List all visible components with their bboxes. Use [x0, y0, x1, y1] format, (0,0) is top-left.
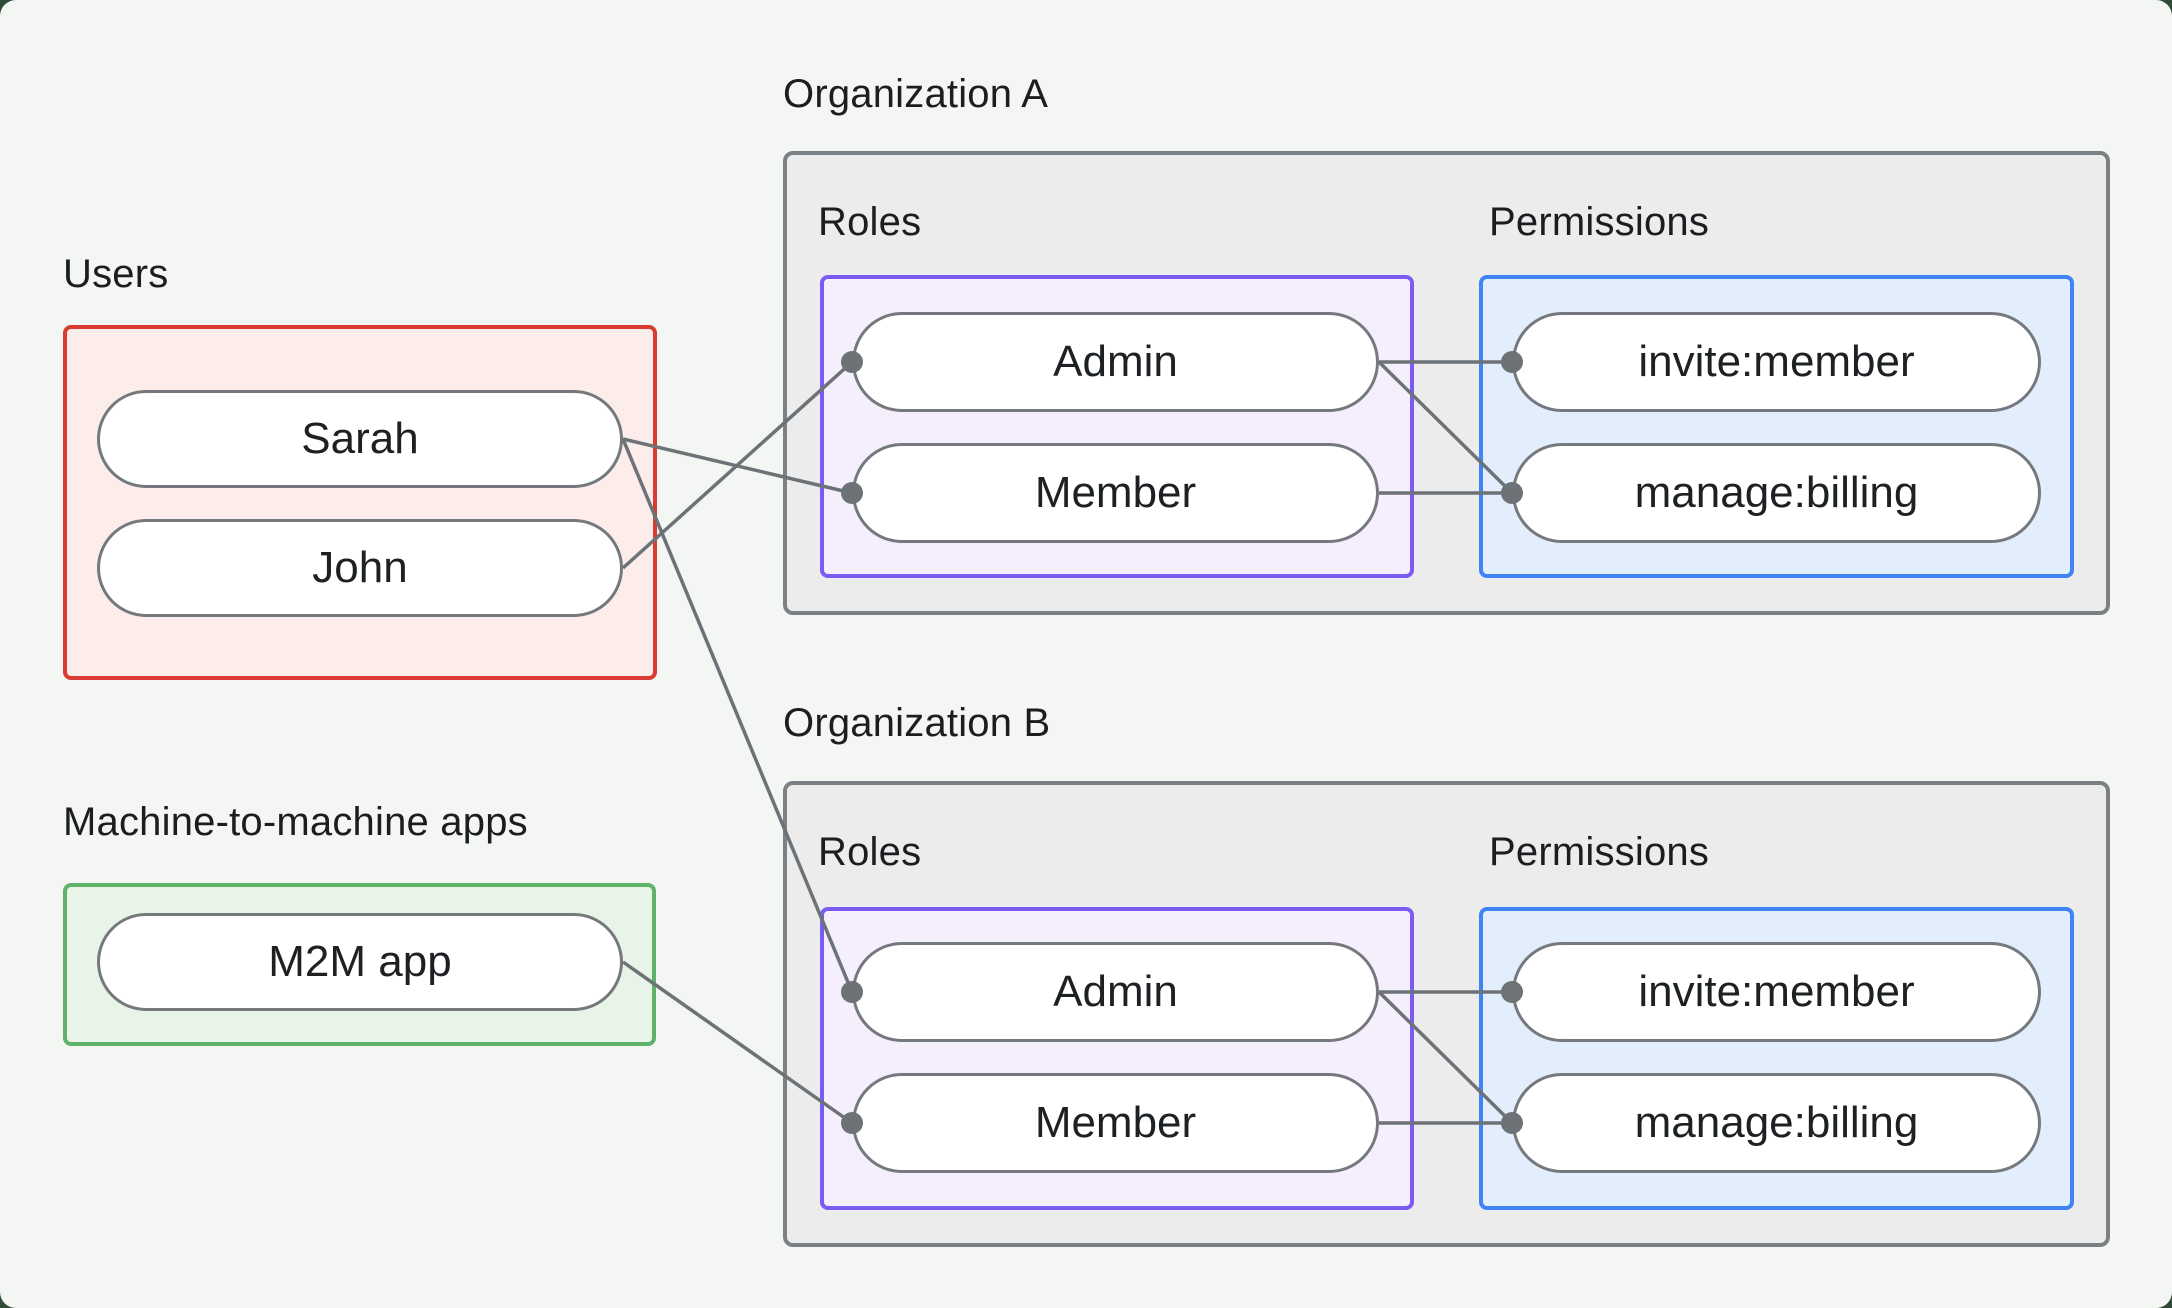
organization-b-role-admin-label: Admin [1053, 967, 1178, 1016]
organization-b-role-member-label: Member [1034, 1098, 1197, 1147]
organization-b-role-admin: Admin [852, 942, 1379, 1042]
organization-b-permission-invite-member-label: invite:member [1638, 967, 1915, 1016]
user-node-john-label: John [312, 543, 408, 592]
m2m-app-node: M2M app [97, 913, 623, 1011]
user-node-john: John [97, 519, 623, 617]
organization-a-permission-invite-member-label: invite:member [1638, 337, 1915, 386]
organization-b-role-member: Member [852, 1073, 1379, 1173]
organization-a-role-member: Member [852, 443, 1379, 543]
organization-a-role-admin-label: Admin [1053, 337, 1178, 386]
user-node-sarah-label: Sarah [301, 414, 419, 463]
organization-b-roles-label: Roles [818, 830, 922, 874]
organization-a-roles-label: Roles [818, 200, 922, 244]
m2m-group-label: Machine-to-machine apps [63, 800, 528, 844]
organization-b-permission-manage-billing: manage:billing [1512, 1073, 2041, 1173]
users-group-box [63, 325, 657, 680]
users-group-label: Users [63, 252, 169, 296]
organization-b-permission-invite-member: invite:member [1512, 942, 2041, 1042]
organization-a-role-member-label: Member [1034, 468, 1197, 517]
organization-a-permissions-label: Permissions [1489, 200, 1710, 244]
organization-b-title: Organization B [783, 701, 1051, 745]
organization-a-permission-manage-billing-label: manage:billing [1634, 468, 1919, 517]
organization-a-title: Organization A [783, 72, 1049, 116]
organization-a-permission-invite-member: invite:member [1512, 312, 2041, 412]
organization-a-permission-manage-billing: manage:billing [1512, 443, 2041, 543]
organization-b-permissions-label: Permissions [1489, 830, 1710, 874]
organization-b-permission-manage-billing-label: manage:billing [1634, 1098, 1919, 1147]
user-node-sarah: Sarah [97, 390, 623, 488]
m2m-app-node-label: M2M app [268, 937, 452, 986]
organization-a-role-admin: Admin [852, 312, 1379, 412]
